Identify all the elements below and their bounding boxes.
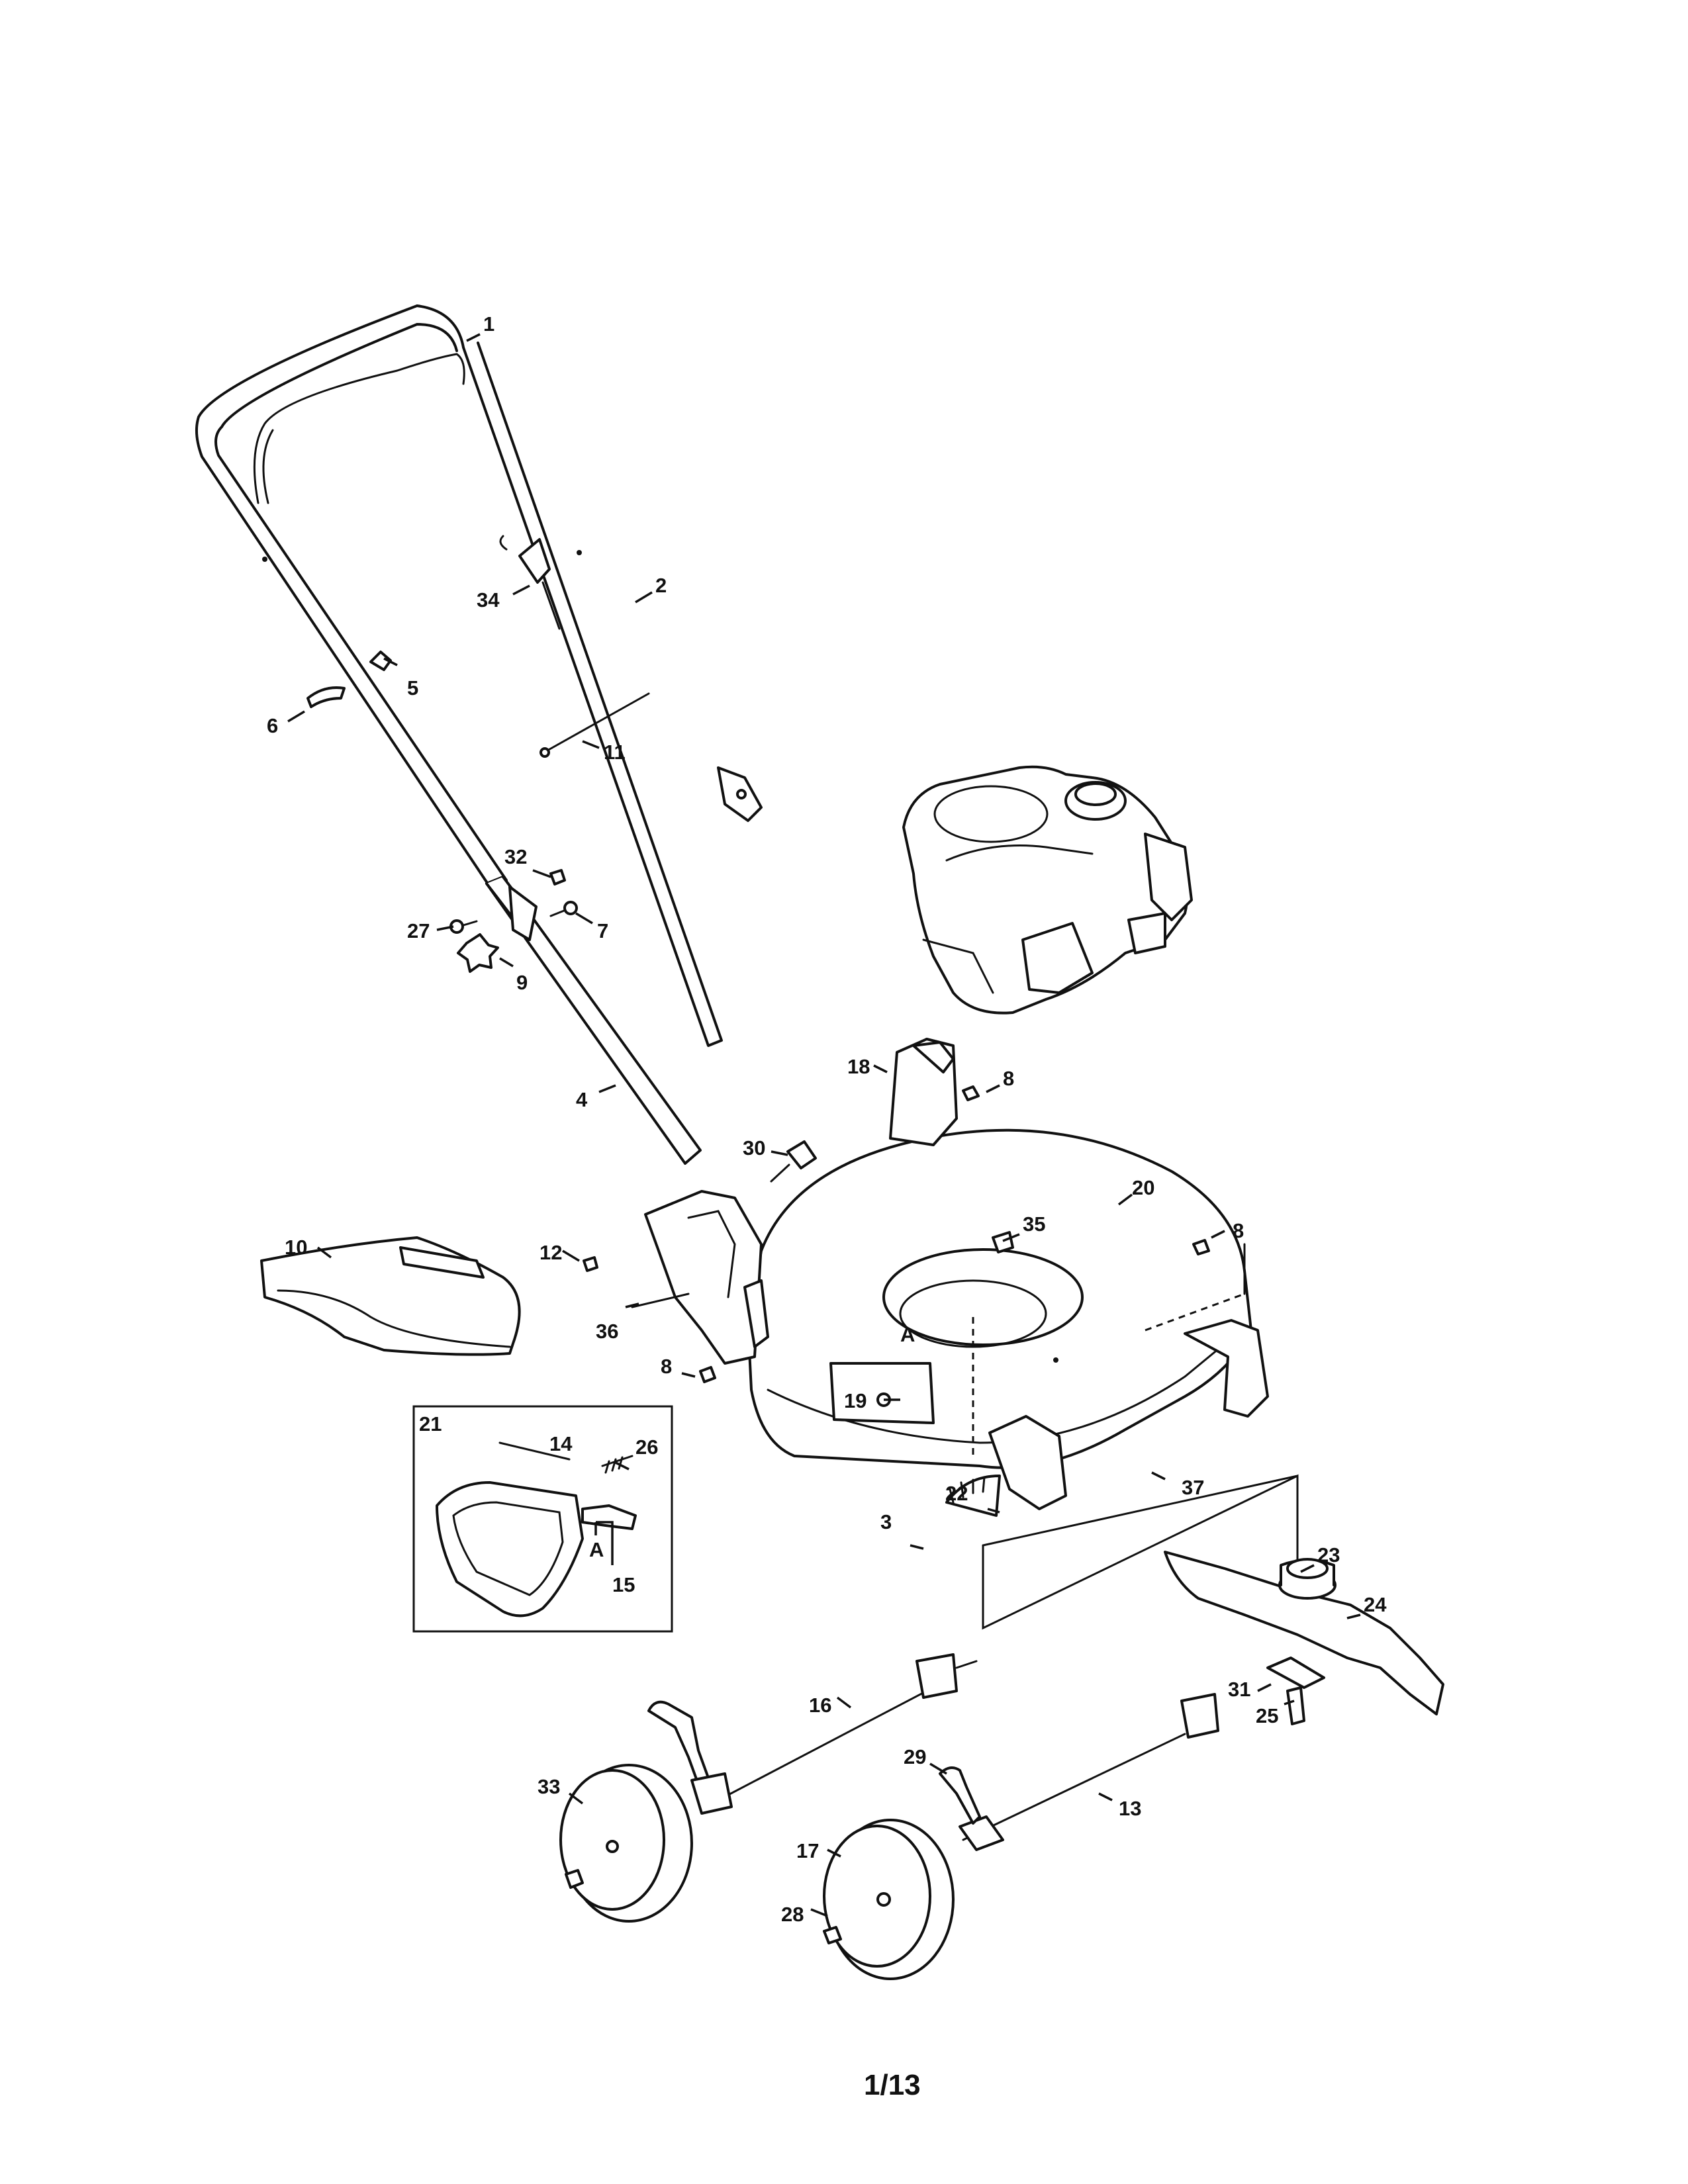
callout-23: 23 <box>1317 1543 1340 1567</box>
callout-8c: 8 <box>661 1355 672 1378</box>
blade-dash <box>1145 1293 1245 1332</box>
page-number: 1/13 <box>864 2069 921 2101</box>
clip-6 <box>306 686 346 708</box>
callout-14: 14 <box>549 1432 573 1455</box>
callout-28: 28 <box>781 1903 804 1926</box>
callout-24: 24 <box>1364 1593 1387 1616</box>
handle-pivot-bracket <box>508 886 538 941</box>
control-bail <box>253 353 465 504</box>
bolt-7 <box>549 901 578 917</box>
callout-15: 15 <box>612 1573 635 1596</box>
rear-wheel-33 <box>559 1764 693 1923</box>
knob-5 <box>369 651 392 671</box>
callout-3: 3 <box>880 1510 892 1533</box>
blade <box>1164 1551 1444 1715</box>
callout-29: 29 <box>904 1745 926 1768</box>
baffle-35 <box>992 1231 1014 1253</box>
callout-11: 11 <box>604 741 626 764</box>
knob-9 <box>457 933 499 973</box>
callout-37: 37 <box>1182 1476 1204 1499</box>
front-height-adjuster <box>945 1415 1067 1517</box>
mulch-plug-36 <box>631 1293 690 1308</box>
front-axle-13 <box>959 1693 1219 1851</box>
callout-35: 35 <box>1023 1212 1045 1236</box>
discharge-deflector <box>260 1236 521 1356</box>
callout-34: 34 <box>477 588 500 612</box>
bolt-8-right <box>1192 1239 1210 1255</box>
rear-axle-16 <box>717 1653 978 1801</box>
callout-6: 6 <box>267 714 278 737</box>
callout-12: 12 <box>539 1241 562 1264</box>
callout-32: 32 <box>504 845 527 868</box>
callout-26: 26 <box>635 1435 658 1459</box>
callout-19: 19 <box>844 1389 867 1412</box>
blade-bolt-25 <box>1286 1686 1305 1725</box>
mulch-kit-inset <box>412 1405 673 1633</box>
callout-22: 22 <box>945 1482 968 1505</box>
callout-5: 5 <box>407 676 418 700</box>
callout-4: 4 <box>576 1088 588 1111</box>
nut-12 <box>583 1256 598 1272</box>
callout-20: 20 <box>1132 1176 1154 1199</box>
callout-1: 1 <box>483 312 494 336</box>
rear-height-adjuster <box>644 1190 769 1365</box>
mower-deck <box>747 1128 1252 1469</box>
callout-36: 36 <box>596 1320 618 1343</box>
callout-8a: 8 <box>1003 1067 1014 1090</box>
reference-a-inset: A <box>589 1538 604 1561</box>
callout-2: 2 <box>655 574 667 597</box>
callout-9: 9 <box>516 971 528 994</box>
bolt-30 <box>770 1140 817 1183</box>
callout-13: 13 <box>1119 1797 1141 1820</box>
callout-18: 18 <box>847 1055 870 1078</box>
rear-flap-bracket-18 <box>889 1038 958 1146</box>
reference-a-deck: A <box>900 1323 915 1346</box>
callout-25: 25 <box>1256 1704 1278 1727</box>
cable-tie <box>539 692 650 758</box>
front-height-lever-29 <box>939 1766 981 1825</box>
engine <box>902 765 1193 1015</box>
callout-21: 21 <box>419 1412 442 1435</box>
rear-height-lever <box>647 1700 733 1815</box>
nut-32 <box>549 869 566 886</box>
callout-8b: 8 <box>1233 1219 1244 1242</box>
callout-16: 16 <box>809 1694 831 1717</box>
bolt-8-left <box>699 1366 716 1383</box>
callout-30: 30 <box>743 1136 765 1160</box>
callout-27: 27 <box>407 919 430 942</box>
bolt-27 <box>449 919 478 934</box>
front-bumper-deck <box>1184 1319 1269 1418</box>
blade-washer-31 <box>1266 1657 1325 1689</box>
handle-bracket-right <box>717 766 763 822</box>
callout-33: 33 <box>538 1775 560 1798</box>
cable-clip <box>499 535 561 630</box>
callout-10: 10 <box>285 1236 307 1259</box>
callout-17: 17 <box>796 1839 819 1862</box>
leader-lines <box>287 333 1361 1917</box>
upper-handle <box>195 304 723 1047</box>
bolt-8-rear <box>962 1085 980 1101</box>
front-wheel-17 <box>823 1819 955 1980</box>
callout-31: 31 <box>1228 1678 1250 1701</box>
callout-7: 7 <box>597 919 608 942</box>
